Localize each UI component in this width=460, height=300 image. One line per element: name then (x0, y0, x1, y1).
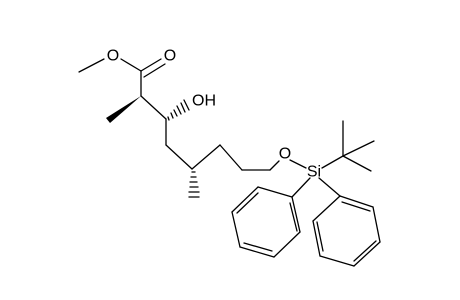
phenyl-ring-left (231, 186, 301, 258)
bond-si-phenyl-left (291, 177, 311, 198)
bond-carbonyl-double-1 (140, 58, 162, 72)
bond-methyl-o (78, 58, 105, 73)
bond-carbonyl-double-2 (143, 63, 166, 78)
atom-label-carbonyl-o: O (164, 48, 176, 65)
bond-c5-c6 (191, 144, 221, 170)
atom-label-ether-o: O (279, 146, 291, 163)
bond-o-si (289, 159, 307, 169)
bond-tbu-methyl-bottom (342, 155, 372, 172)
phenyl-ring-right (312, 195, 381, 267)
hash-bond-c5-methyl (188, 171, 200, 198)
bond-si-phenyl-right (318, 177, 341, 197)
bond-si-tbu (321, 155, 344, 169)
atom-label-hydroxyl: OH (192, 93, 216, 110)
bond-c8-o-ether (269, 160, 280, 171)
atom-label-methoxy-o: O (107, 48, 119, 65)
wedge-bond-c2-methyl (106, 96, 141, 123)
bond-o-carbonyl-c (120, 58, 142, 72)
atom-label-silicon: Si (307, 164, 321, 181)
bond-c6-c7 (219, 144, 243, 171)
bond-tbu-methyl-right (342, 140, 375, 157)
bond-c4-c5 (165, 144, 193, 170)
bond-c2-c3 (140, 95, 167, 120)
hash-bond-c3-oh (167, 99, 190, 121)
